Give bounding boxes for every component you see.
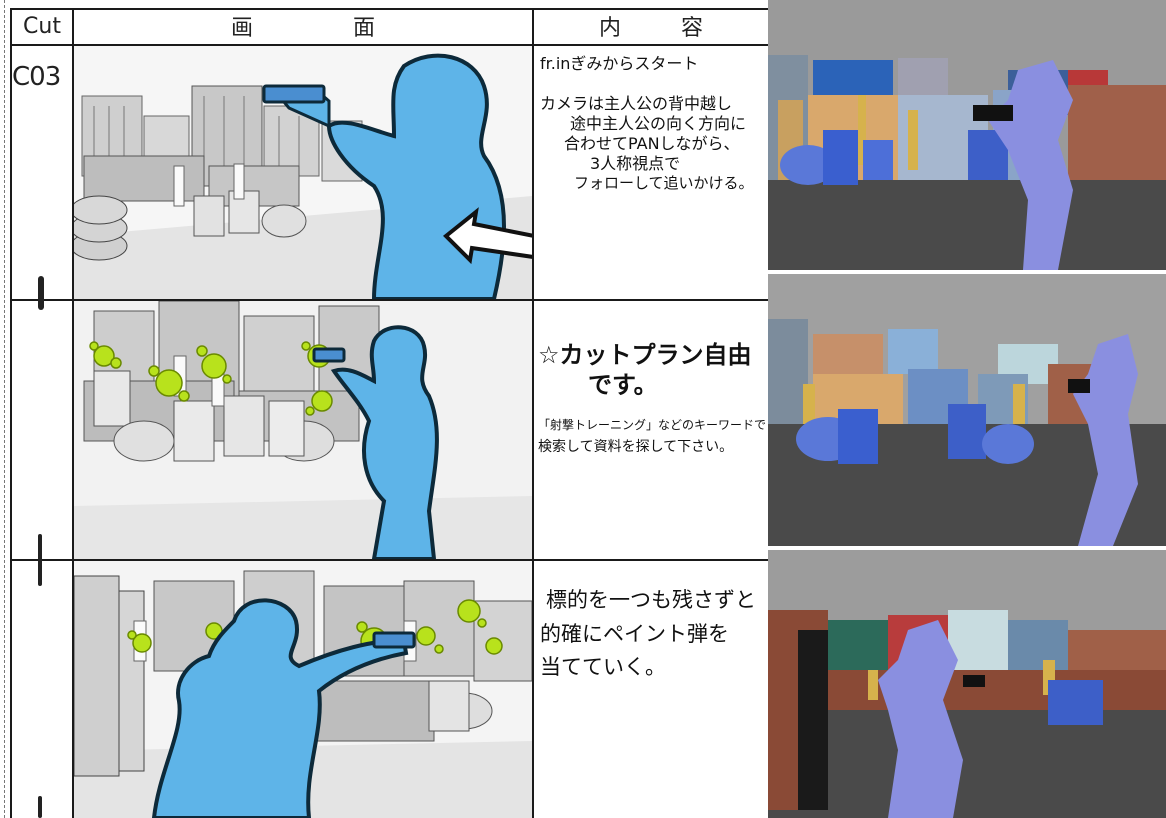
render-frame-3 [768, 550, 1166, 818]
grid-line [72, 8, 74, 818]
note-line: 検索して資料を探して下さい。 [538, 439, 734, 455]
grid-line [10, 8, 768, 10]
note-line: です。 [588, 371, 658, 399]
cut-header: Cut [23, 13, 61, 39]
note-line: 的確にペイント弾を [540, 621, 729, 646]
storyboard-panel-3 [74, 561, 532, 818]
panel-2-drawing [74, 301, 532, 559]
grid-line [532, 8, 534, 818]
grid-line [10, 44, 768, 46]
note-line: フォローして追いかける。 [574, 174, 754, 192]
note-line: 当てていく。 [540, 655, 666, 680]
duration-mark [38, 796, 42, 818]
page-edge-dashed-line [4, 0, 5, 818]
picture-header-right: 面 [353, 16, 376, 41]
note-line: fr.inぎみからスタート [540, 54, 699, 73]
note-row-2: ☆カットプラン自由 です。 「射撃トレーニング」などのキーワードで 検索して資料… [538, 340, 766, 457]
content-header-right: 容 [681, 16, 704, 41]
storyboard-panel-1 [74, 46, 532, 299]
content-header-left: 内 [598, 16, 621, 41]
reference-renders [768, 0, 1166, 818]
panel-1-drawing [74, 46, 532, 299]
note-line: カメラは主人公の背中越し [540, 94, 733, 113]
note-line: 途中主人公の向く方向に [570, 114, 747, 133]
render-2-image [768, 274, 1166, 546]
picture-header-left: 画 [230, 16, 253, 41]
note-line: ☆カットプラン自由 [538, 341, 752, 369]
storyboard-panel-2 [74, 301, 532, 559]
duration-mark [38, 534, 42, 586]
note-line: 「射撃トレーニング」などのキーワードで [538, 418, 767, 432]
grid-line [10, 559, 768, 561]
cut-number: C03 [12, 62, 61, 92]
note-line: 合わせてPANしながら、 [564, 134, 740, 153]
render-frame-1 [768, 0, 1166, 270]
note-row-1: fr.inぎみからスタート カメラは主人公の背中越し 途中主人公の向く方向に 合… [540, 54, 766, 193]
grid-line [10, 8, 12, 818]
note-row-3: 標的を一つも残さずと 的確にペイント弾を 当てていく。 [540, 584, 766, 685]
note-line: 標的を一つも残さずと [546, 588, 756, 612]
picture-header: 画 面 [74, 8, 532, 44]
panel-3-drawing [74, 561, 532, 818]
note-line: 3人称視点で [590, 154, 681, 173]
content-header: 内 容 [534, 8, 768, 44]
render-frame-2 [768, 274, 1166, 546]
render-1-image [768, 0, 1166, 270]
duration-mark [38, 276, 44, 310]
render-3-image [768, 550, 1166, 818]
grid-line [10, 299, 768, 301]
storyboard-sheet: Cut 画 面 内 容 C03 [4, 0, 768, 818]
